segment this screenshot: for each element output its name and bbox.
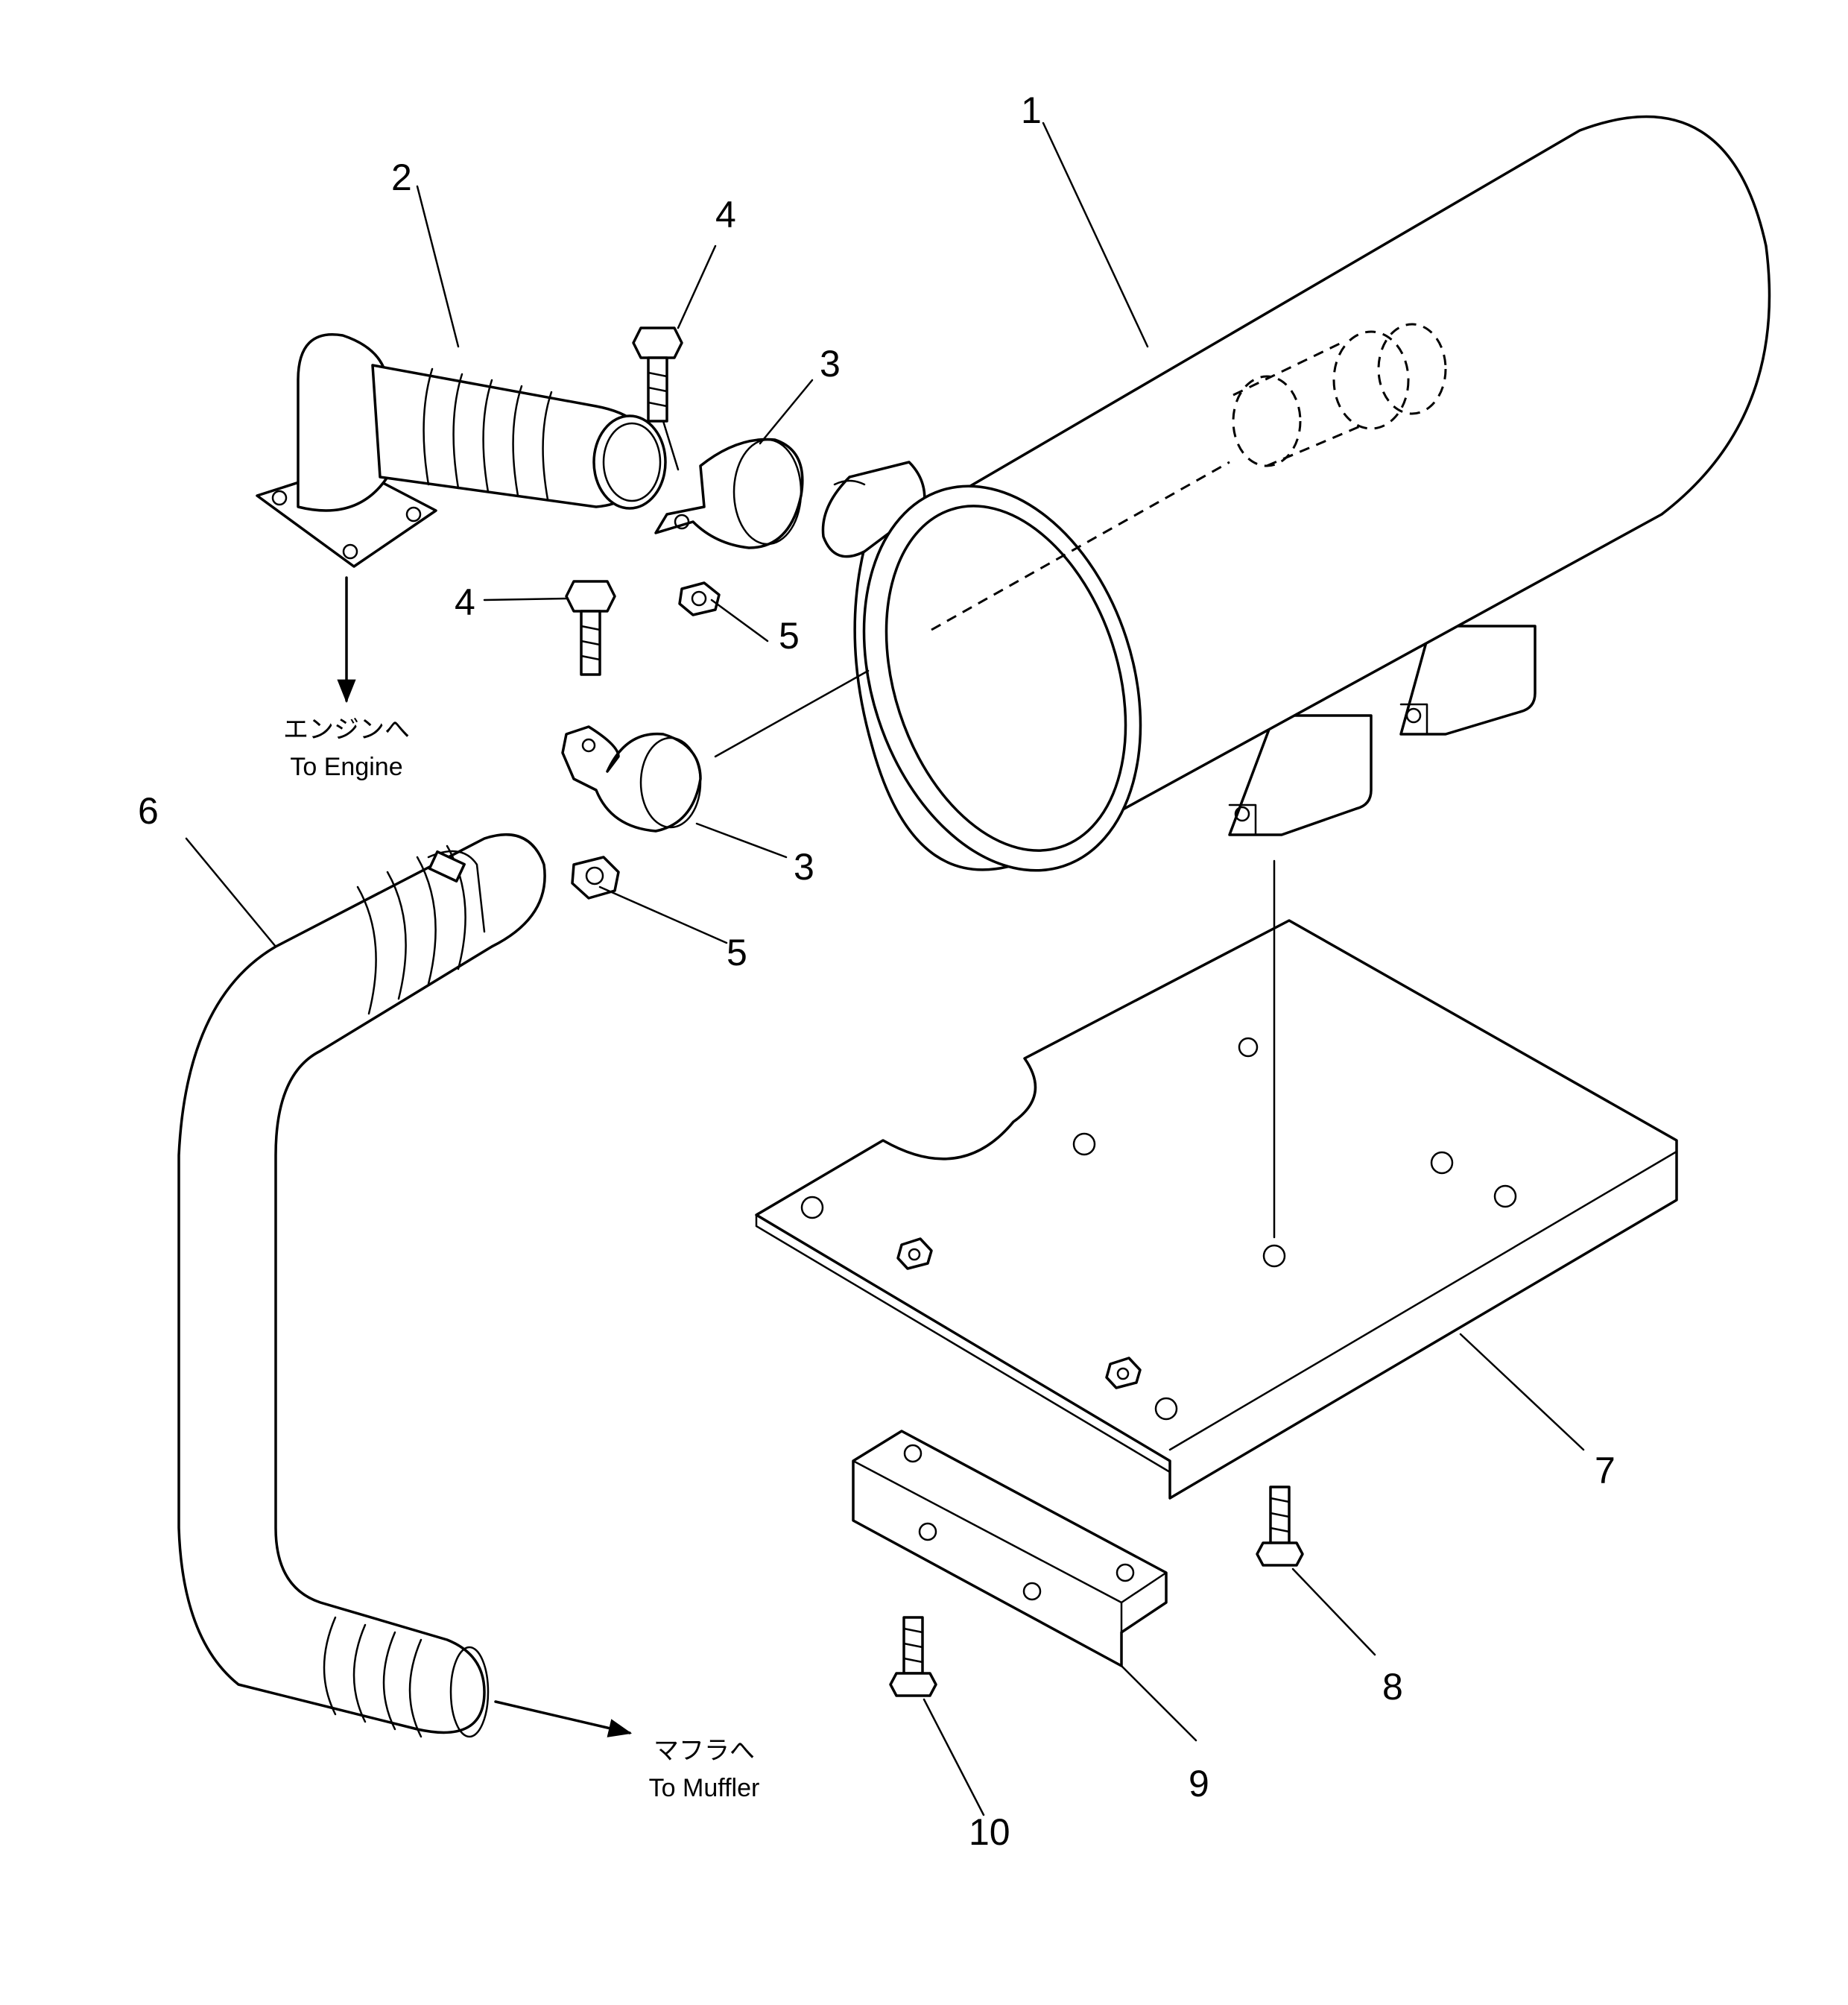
elbow-pipe <box>256 333 667 568</box>
angle-bracket <box>852 1430 1168 1667</box>
callout-4-lower: 4 <box>455 581 475 623</box>
callout-3-upper: 3 <box>820 343 841 385</box>
alignment-line <box>714 669 870 758</box>
hex-nut-upper <box>678 581 721 616</box>
bracket-plate <box>755 919 1678 1500</box>
callout-2: 2 <box>391 157 412 198</box>
callout-3-lower: 3 <box>794 846 814 888</box>
hex-bolt-upper <box>632 326 683 423</box>
to-engine-label-jp: エンジンへ <box>283 716 410 744</box>
callout-1: 1 <box>1021 89 1042 131</box>
alignment-line <box>662 420 680 471</box>
to-muffler-label-jp: マフラへ <box>654 1737 755 1765</box>
callout-6: 6 <box>138 790 159 832</box>
hex-bolt-lower <box>565 580 616 676</box>
pipe-clamp-lower <box>561 725 702 833</box>
leader-lines <box>185 121 1585 1816</box>
callout-10: 10 <box>969 1811 1010 1853</box>
muffler-mount-lug <box>1228 714 1373 836</box>
muffler-internal-outlet-hidden <box>931 323 1447 631</box>
flange-bolt-8 <box>1256 1485 1304 1567</box>
flange-bolt-10 <box>889 1616 937 1697</box>
to-muffler-arrow <box>494 1700 633 1737</box>
pipe-clamp-upper <box>654 438 804 549</box>
callout-5-lower: 5 <box>727 932 747 973</box>
to-engine-label-en: To Engine <box>290 753 402 781</box>
callout-7: 7 <box>1595 1450 1616 1491</box>
muffler-body <box>821 115 1771 872</box>
callout-8: 8 <box>1382 1666 1403 1708</box>
callout-9: 9 <box>1189 1763 1209 1804</box>
muffler-mount-lug <box>1399 625 1537 736</box>
tail-pipe <box>177 833 546 1738</box>
hex-nut-lower <box>571 856 620 900</box>
callout-5-upper: 5 <box>779 615 800 657</box>
callout-4-upper: 4 <box>715 194 736 236</box>
to-muffler-label-en: To Muffler <box>649 1774 760 1802</box>
